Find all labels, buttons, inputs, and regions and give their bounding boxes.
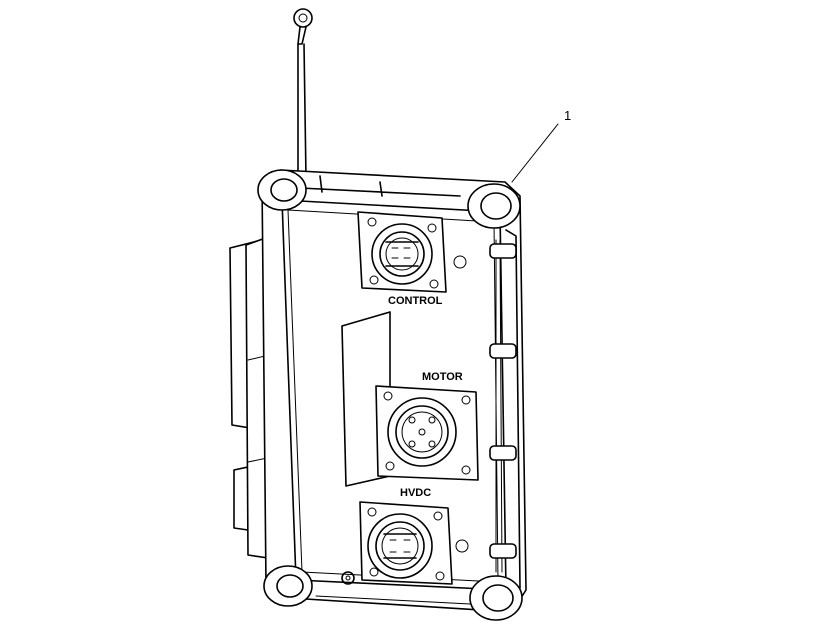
connector-receptacle-icon <box>367 513 433 579</box>
control-connector: CONTROL <box>357 211 467 307</box>
motor-connector: MOTOR <box>375 371 479 481</box>
callout-number: 1 <box>564 108 571 123</box>
control-label: CONTROL <box>388 295 443 307</box>
mounting-bosses <box>257 169 523 621</box>
connector-receptacle-icon <box>371 223 433 285</box>
ring-terminal-icon <box>293 8 313 28</box>
connector-receptacle-icon <box>387 397 457 467</box>
mounting-hole-icon <box>263 565 313 607</box>
mounting-hole-icon <box>257 169 307 211</box>
hvdc-label: HVDC <box>400 487 431 499</box>
callout-1: 1 <box>511 108 571 183</box>
bottom-fasteners <box>315 571 471 605</box>
hvdc-connector: HVDC <box>359 487 469 585</box>
mounting-hole-icon <box>469 575 523 621</box>
ground-lead <box>293 8 313 195</box>
mounting-hole-icon <box>467 183 521 229</box>
motor-label: MOTOR <box>422 371 463 383</box>
